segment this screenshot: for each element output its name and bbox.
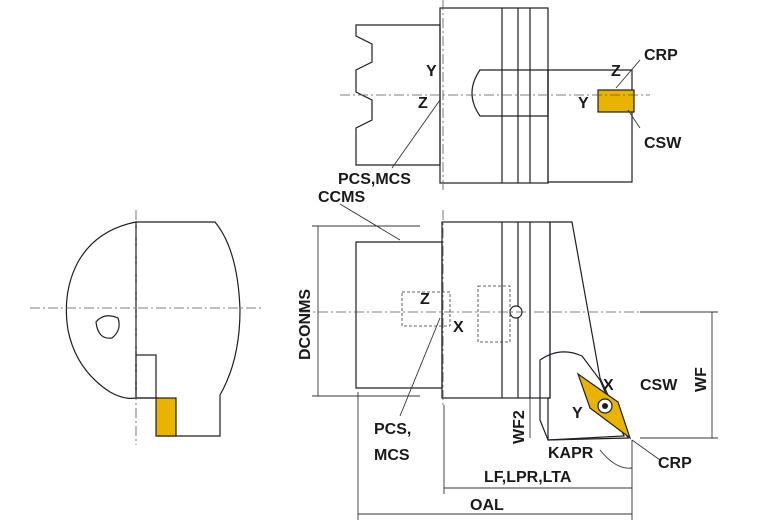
end-view xyxy=(30,210,262,445)
side-view-flange xyxy=(441,221,551,399)
top-view-flange xyxy=(439,7,549,184)
label-lf-lpr-lta: LF,LPR,LTA xyxy=(484,469,572,486)
side-view-pocket xyxy=(539,351,625,441)
label-pcs-mcs-top: PCS,MCS xyxy=(338,171,411,188)
label-pcs-line1: PCS, xyxy=(374,421,411,438)
label-x-insert: X xyxy=(603,377,614,394)
top-view-insert xyxy=(597,89,635,113)
top-view-head xyxy=(547,69,633,183)
side-view-shank xyxy=(355,241,443,389)
label-csw-top: CSW xyxy=(644,135,682,152)
label-kapr: KAPR xyxy=(548,445,594,462)
label-z-top-center: Z xyxy=(418,95,428,112)
end-view-round-body xyxy=(65,221,137,399)
labels: CRP Z Y CSW Y Z PCS,MCS CCMS DCONMS Z X … xyxy=(297,47,710,514)
label-z-top-right: Z xyxy=(611,63,621,80)
label-dconms: DCONMS xyxy=(297,289,314,360)
label-mcs-line2: MCS xyxy=(374,447,410,464)
label-wf: WF xyxy=(693,367,710,392)
label-crp-top: CRP xyxy=(644,47,678,64)
label-y-top-right: Y xyxy=(578,95,589,112)
label-oal: OAL xyxy=(470,497,504,514)
label-y-top-center: Y xyxy=(426,63,437,80)
top-view-stem xyxy=(471,69,549,117)
end-view-key-icon xyxy=(95,315,120,339)
label-csw-bottom: CSW xyxy=(640,377,678,394)
label-ccms: CCMS xyxy=(318,189,365,206)
end-view-slot xyxy=(135,354,157,399)
end-view-insert xyxy=(155,397,177,437)
label-crp-bottom: CRP xyxy=(658,455,692,472)
label-wf2: WF2 xyxy=(511,410,528,444)
label-z-mid: Z xyxy=(420,291,430,308)
top-view xyxy=(340,0,650,190)
dimension-lines xyxy=(312,59,718,520)
end-view-body xyxy=(135,221,241,437)
side-view xyxy=(300,210,650,441)
label-x-mid: X xyxy=(453,319,464,336)
side-view-head xyxy=(547,221,629,441)
label-y-insert: Y xyxy=(572,405,583,422)
